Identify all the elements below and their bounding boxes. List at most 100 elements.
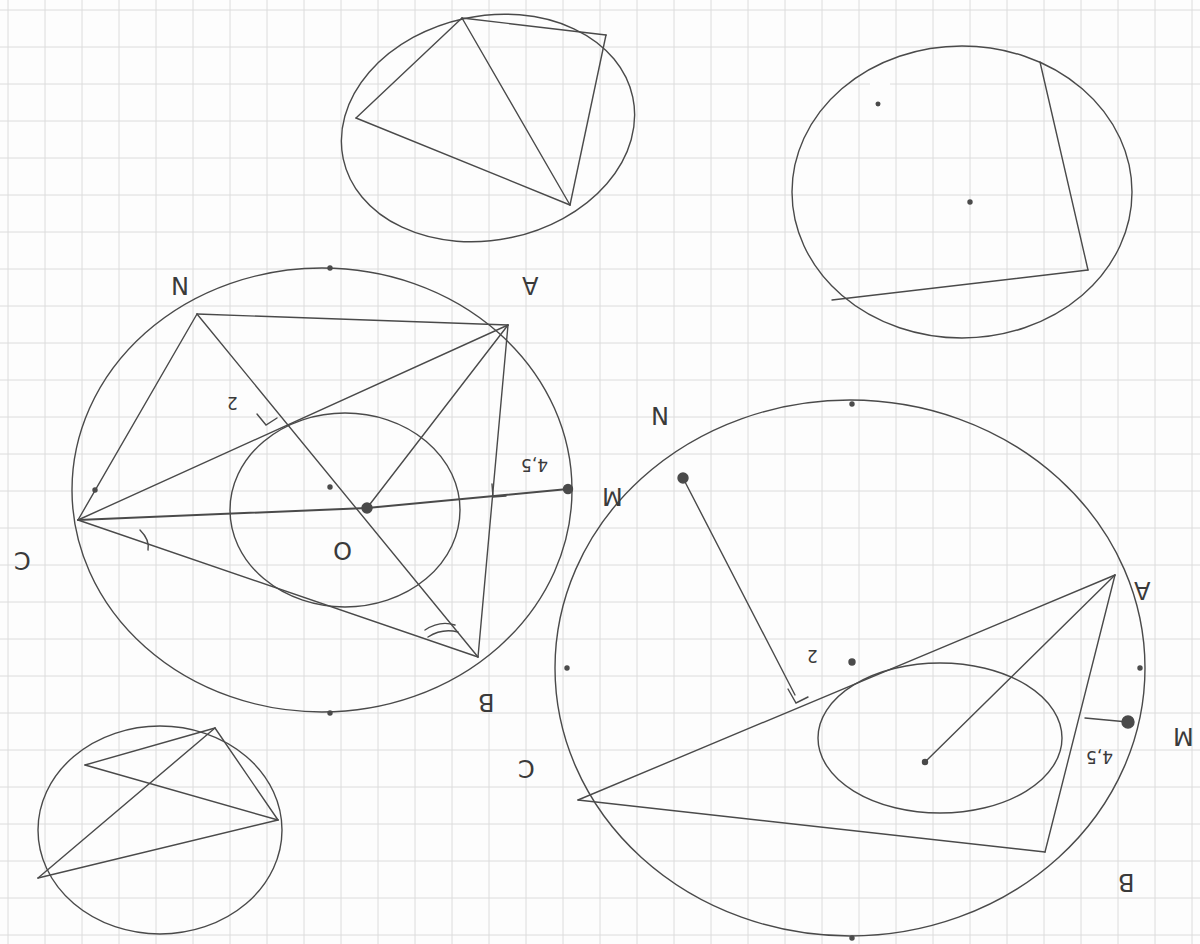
point: [849, 659, 855, 665]
grid-line: [0, 565, 1200, 566]
segment: [78, 325, 508, 520]
segment: [78, 314, 197, 520]
grid-lines: [8, 0, 1192, 944]
segment: [38, 728, 215, 878]
segment: [462, 18, 570, 205]
grid-line: [0, 491, 1200, 492]
grid-line: [933, 0, 934, 944]
grid-line: [674, 0, 675, 944]
circle-outline: [555, 400, 1145, 936]
mark: [492, 484, 506, 497]
figures: [38, 0, 1145, 940]
segment: [578, 575, 1115, 800]
point-label: N: [171, 273, 189, 297]
grid-line: [785, 0, 786, 944]
grid-line: [637, 0, 638, 944]
segment: [570, 35, 606, 205]
grid-line: [0, 10, 1200, 11]
point: [565, 666, 569, 670]
segment: [1045, 575, 1115, 852]
point-label: B: [1118, 870, 1134, 894]
circle-outline: [320, 0, 656, 268]
segment: [925, 575, 1115, 762]
segment: [683, 478, 795, 695]
dimension-label: 4,5: [1086, 748, 1113, 765]
grid-line: [563, 0, 564, 944]
grid-line: [378, 0, 379, 944]
segment: [367, 325, 508, 508]
mark: [788, 689, 808, 703]
point: [1122, 716, 1134, 728]
point-label: A: [522, 273, 538, 297]
segment: [78, 508, 367, 520]
circle-outline: [72, 268, 572, 712]
point: [362, 503, 372, 513]
grid-line: [0, 232, 1200, 233]
dimension-label: 2: [807, 647, 818, 664]
point: [93, 488, 97, 492]
grid-line: [0, 121, 1200, 122]
point-label: O: [333, 538, 352, 562]
segment: [197, 314, 508, 325]
point: [850, 936, 854, 940]
segment: [367, 489, 568, 508]
grid-line: [1155, 0, 1156, 944]
grid-line: [0, 380, 1200, 381]
segment: [356, 118, 570, 205]
grid-line: [8, 0, 9, 944]
grid-line: [0, 787, 1200, 788]
grid-line: [748, 0, 749, 944]
point: [968, 200, 972, 204]
angle-mark: [140, 530, 148, 550]
segment: [356, 18, 462, 118]
angle-mark: [425, 623, 458, 637]
segment: [78, 520, 478, 657]
segment: [1040, 62, 1088, 270]
point-label: A: [1134, 578, 1150, 602]
mark: [257, 414, 277, 425]
grid-line: [156, 0, 157, 944]
circle-outline: [818, 663, 1062, 813]
grid-line: [0, 861, 1200, 862]
grid-lines: [0, 10, 1200, 935]
grid-line: [0, 454, 1200, 455]
point-label: B: [478, 690, 494, 714]
grid-line: [896, 0, 897, 944]
point-label: M: [1173, 724, 1194, 748]
grid-line: [193, 0, 194, 944]
point: [328, 711, 332, 715]
grid-line: [0, 158, 1200, 159]
point: [564, 485, 573, 494]
segment: [478, 325, 508, 657]
dimension-label: 4,5: [521, 456, 548, 473]
segment: [832, 270, 1088, 300]
grid-line: [0, 417, 1200, 418]
grid-line: [0, 269, 1200, 270]
grid-line: [0, 750, 1200, 751]
segment: [38, 820, 278, 878]
point: [850, 402, 854, 406]
grid-line: [970, 0, 971, 944]
grid-line: [711, 0, 712, 944]
segment: [578, 800, 1045, 852]
grid-line: [859, 0, 860, 944]
grid-line: [119, 0, 120, 944]
grid-line: [82, 0, 83, 944]
grid-line: [452, 0, 453, 944]
grid-line: [0, 676, 1200, 677]
point-label: C: [518, 756, 535, 780]
grid-line: [45, 0, 46, 944]
grid-line: [0, 713, 1200, 714]
grid-line: [0, 935, 1200, 936]
grid-line: [1118, 0, 1119, 944]
circle-outline: [230, 413, 460, 607]
grid-line: [0, 528, 1200, 529]
grid-line: [1081, 0, 1082, 944]
point: [876, 102, 880, 106]
dimension-label: 2: [227, 394, 238, 411]
grid-line: [1007, 0, 1008, 944]
segment: [197, 314, 478, 657]
point-label: C: [14, 548, 31, 572]
